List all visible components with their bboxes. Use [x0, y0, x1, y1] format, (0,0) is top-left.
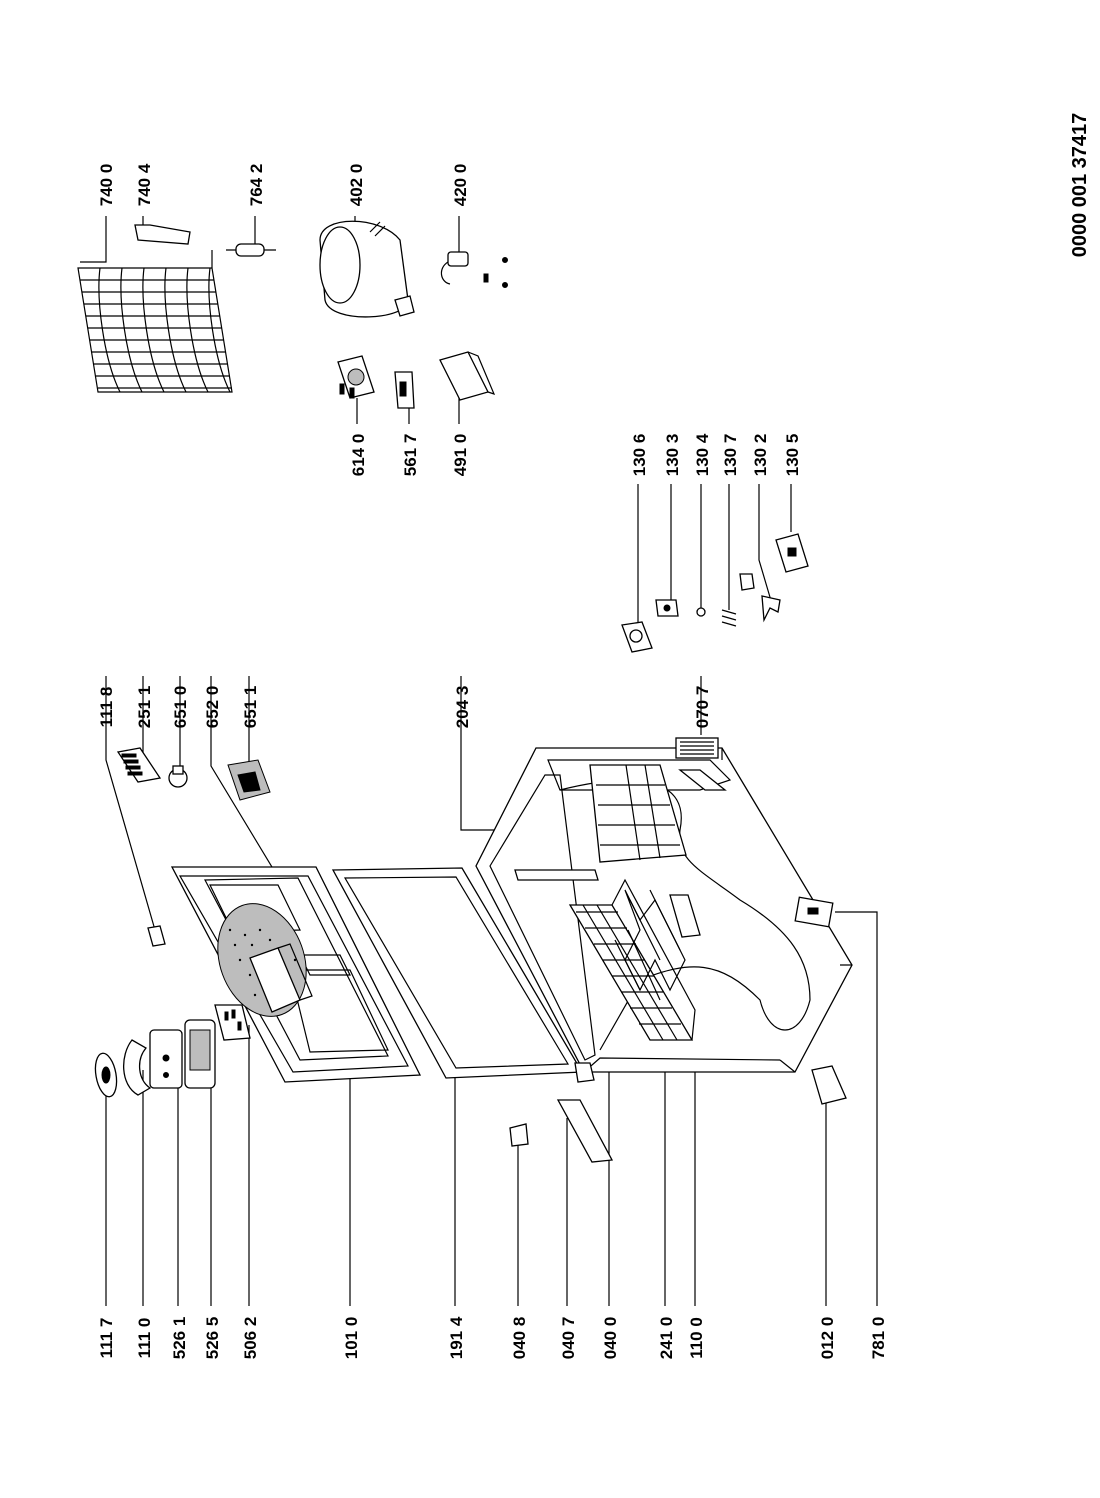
label-4910: 491 0 — [451, 434, 470, 477]
hinge-hardware — [621, 533, 809, 653]
cabinet-base-edge — [721, 748, 852, 1073]
divider-shelf — [514, 764, 687, 881]
label-0400: 040 0 — [601, 1317, 620, 1360]
part-0120 — [811, 1065, 847, 1105]
hinge-brackets — [509, 737, 847, 1163]
label-1307: 130 7 — [721, 434, 740, 477]
label-7642: 764 2 — [247, 164, 266, 207]
part-1307 — [721, 609, 737, 627]
label-4020: 402 0 — [347, 164, 366, 207]
part-2511 — [116, 747, 162, 783]
label-5261: 526 1 — [170, 1317, 189, 1360]
part-0407 — [556, 1099, 614, 1163]
part-4200-relay — [440, 251, 508, 288]
leader-7400 — [80, 216, 107, 263]
label-1305: 130 5 — [783, 434, 802, 477]
part-1110 — [122, 1039, 152, 1096]
label-0408: 040 8 — [510, 1317, 529, 1360]
label-1303: 130 3 — [663, 434, 682, 477]
label-7404: 740 4 — [135, 163, 154, 206]
label-1304: 130 4 — [693, 433, 712, 476]
basket-top — [611, 878, 696, 1041]
part-1100 — [669, 894, 701, 938]
part-1302 — [739, 573, 755, 591]
upper-labels: 111 8 251 1 651 0 652 0 651 1 204 3 070 … — [97, 686, 712, 729]
part-2511-vents — [121, 753, 143, 776]
leader-lines — [80, 216, 878, 1306]
label-5265: 526 5 — [203, 1317, 222, 1360]
label-5617: 561 7 — [401, 434, 420, 477]
shelf-outline — [589, 764, 687, 863]
label-6520: 652 0 — [203, 686, 222, 729]
label-1010: 101 0 — [342, 1317, 361, 1360]
refrigeration-components — [77, 220, 508, 409]
label-1110: 111 0 — [135, 1318, 154, 1359]
label-2511: 251 1 — [135, 686, 154, 729]
label-0707: 070 7 — [693, 686, 712, 729]
component-labels: 614 0 561 7 491 0 740 0 740 4 764 2 402 … — [97, 163, 470, 476]
shelf-rail — [514, 869, 599, 881]
label-6140: 614 0 — [349, 434, 368, 477]
part-1304 — [696, 607, 706, 617]
hinge-part-labels: 130 6 130 3 130 4 130 7 130 2 130 5 — [630, 433, 802, 476]
part-1118 — [147, 925, 166, 947]
lamp-parts — [116, 747, 271, 801]
leader-1118 — [105, 676, 156, 931]
label-1302: 130 2 — [751, 434, 770, 477]
part-4910 — [439, 351, 489, 401]
shelf-slots — [596, 764, 680, 861]
label-1306: 130 6 — [630, 434, 649, 477]
label-2410: 241 0 — [657, 1317, 676, 1360]
part-5062-pins — [224, 1009, 242, 1031]
label-2043: 204 3 — [453, 686, 472, 729]
label-7810: 781 0 — [869, 1317, 888, 1360]
gasket-inner — [343, 876, 570, 1069]
label-7400: 740 0 — [97, 164, 116, 207]
part-5062 — [214, 1004, 251, 1041]
part-7642-dryer — [226, 243, 276, 257]
grille-lines — [680, 741, 714, 755]
leader-1302 — [758, 484, 773, 605]
left-labels: 111 7 111 0 526 1 526 5 506 2 101 0 191 … — [97, 1316, 888, 1359]
part-1117-inner — [101, 1066, 111, 1084]
lid-compartment-2 — [289, 969, 389, 1053]
part-7404 — [134, 224, 191, 245]
lid-assembly — [170, 866, 422, 1083]
document-id: 0000 001 37417 — [1069, 113, 1091, 258]
label-1100: 110 0 — [687, 1317, 706, 1359]
label-5062: 506 2 — [241, 1317, 260, 1360]
part-0408 — [509, 1123, 529, 1147]
cabinet-cutaway — [559, 779, 811, 1051]
lid-compartment-1 — [209, 884, 301, 933]
basket-grid-lines — [576, 904, 681, 1041]
part-0707 — [675, 737, 719, 759]
label-1914: 191 4 — [447, 1316, 466, 1359]
part-7400-condenser — [77, 250, 233, 393]
label-4200: 420 0 — [451, 164, 470, 207]
label-0407: 040 7 — [559, 1317, 578, 1360]
part-4020-compressor — [319, 220, 415, 318]
lid-light-box-top — [277, 943, 313, 1001]
leader-0400 — [585, 1069, 610, 1306]
handle-parts — [94, 925, 251, 1098]
basket-diamond-mesh — [614, 889, 686, 1001]
leader-7810 — [835, 911, 878, 1306]
label-1117: 111 7 — [97, 1318, 116, 1359]
label-6511: 651 1 — [241, 686, 260, 729]
wire-basket — [568, 878, 696, 1041]
label-0120: 012 0 — [818, 1317, 837, 1360]
cabinet-label-plate — [678, 769, 727, 791]
part-0400 — [574, 1062, 595, 1083]
